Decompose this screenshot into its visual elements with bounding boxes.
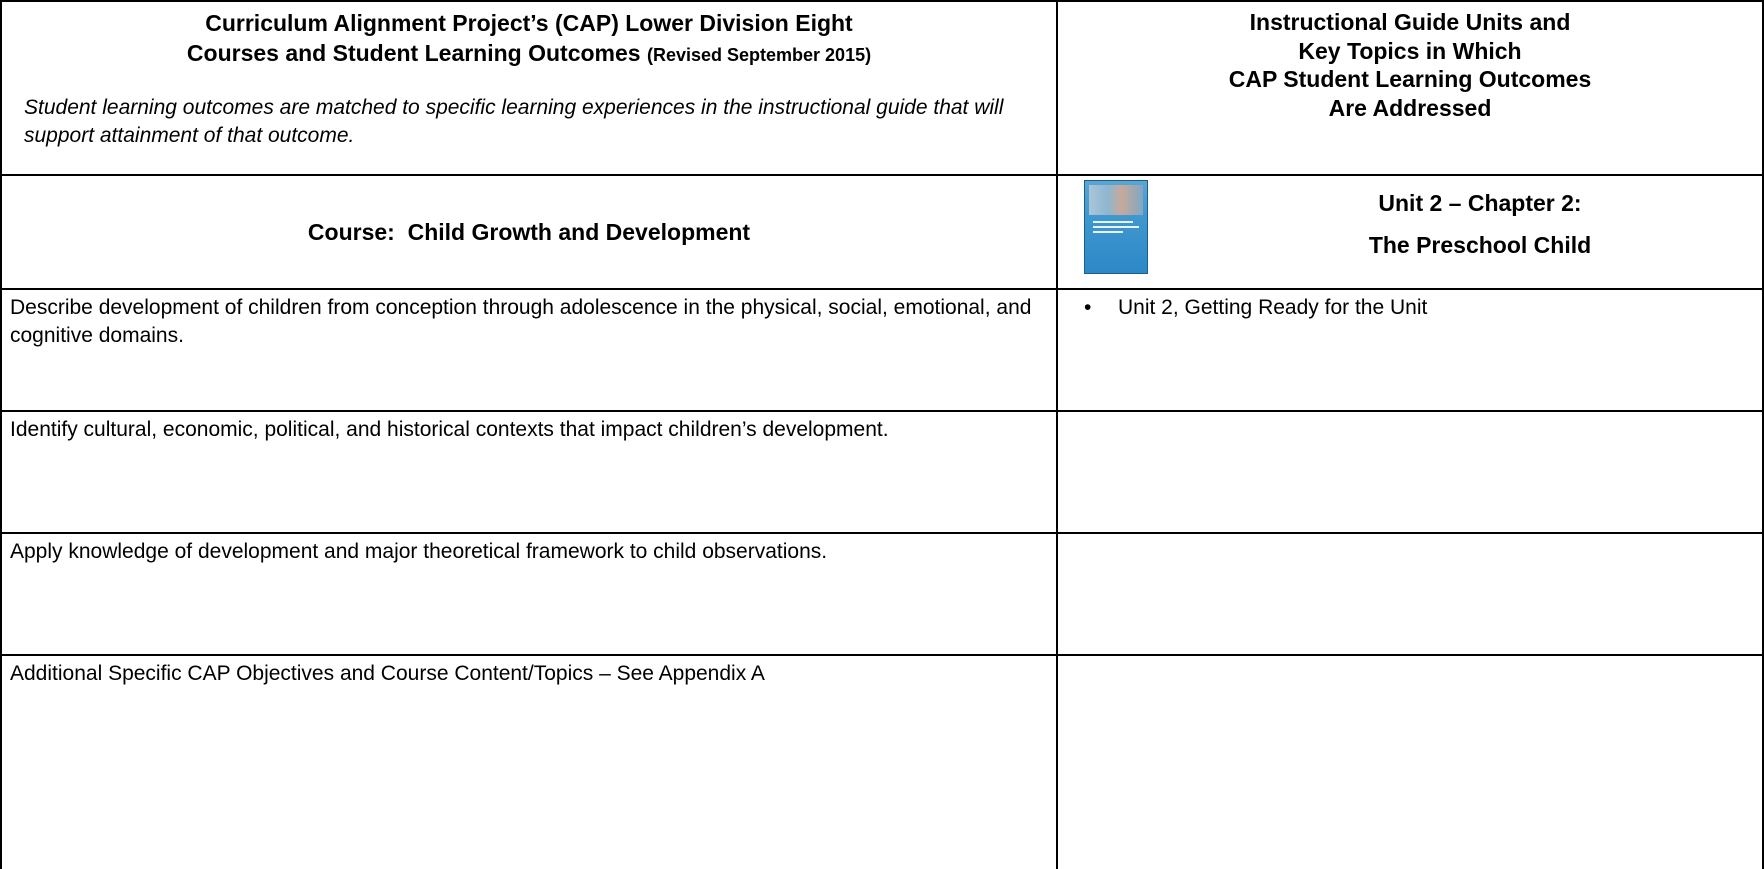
unit-title-line-1: Unit 2 – Chapter 2: [1378,190,1582,216]
document-subtitle: Student learning outcomes are matched to… [24,96,1004,147]
table-column-divider [1056,0,1058,869]
table-divider [0,532,1764,534]
table-divider [0,410,1764,412]
unit-title-line-2: The Preschool Child [1368,232,1592,258]
cover-text-line [1093,221,1133,223]
header-right-line-4: Are Addressed [1328,94,1492,121]
outcome-cell: Apply knowledge of development and major… [2,534,1056,654]
course-label: Course: Child Growth and Development [307,218,751,245]
outcome-text: Additional Specific CAP Objectives and C… [10,662,765,685]
unit-title: Unit 2 – Chapter 2: The Preschool Child [1206,182,1754,266]
title-line-2-text: Courses and Student Learning Outcomes [186,40,641,66]
table-divider [0,174,1764,176]
header-right-line-3: CAP Student Learning Outcomes [1228,66,1592,92]
cover-text-line [1093,231,1123,233]
table-border-right [1762,0,1764,869]
topic-text: Unit 2, Getting Ready for the Unit [1118,296,1428,319]
outcome-text: Describe development of children from co… [10,296,1032,347]
bullet-icon: • [1084,296,1092,319]
book-cover-thumbnail-icon [1084,180,1148,274]
table-border-left [0,0,2,869]
table-border-top [0,0,1764,2]
revised-date: (Revised September 2015) [646,45,872,65]
cover-photo [1089,185,1143,215]
topic-cell: • Unit 2, Getting Ready for the Unit [1058,290,1762,410]
header-right-line-1: Instructional Guide Units and [1249,9,1571,35]
header-right-cell: Instructional Guide Units and Key Topics… [1058,2,1762,174]
outcome-cell: Identify cultural, economic, political, … [2,412,1056,532]
list-item: • Unit 2, Getting Ready for the Unit [1084,294,1762,322]
outcome-text: Apply knowledge of development and major… [10,540,828,563]
outcome-text: Identify cultural, economic, political, … [10,418,889,441]
topic-cell [1058,412,1762,532]
outcome-cell: Describe development of children from co… [2,290,1056,410]
title-line-2: Courses and Student Learning Outcomes (R… [24,38,1034,70]
unit-cell: Unit 2 – Chapter 2: The Preschool Child [1058,176,1762,288]
cover-text-line [1093,226,1139,228]
course-cell: Course: Child Growth and Development [2,176,1056,288]
topic-cell [1058,656,1762,869]
topic-cell [1058,534,1762,654]
outcome-cell: Additional Specific CAP Objectives and C… [2,656,1056,869]
title-line-1: Curriculum Alignment Project’s (CAP) Low… [205,10,853,36]
document-title: Curriculum Alignment Project’s (CAP) Low… [24,8,1034,70]
header-left-cell: Curriculum Alignment Project’s (CAP) Low… [2,2,1056,174]
header-right-line-2: Key Topics in Which [1298,37,1522,64]
table-divider [0,654,1764,656]
table-divider [0,288,1764,290]
